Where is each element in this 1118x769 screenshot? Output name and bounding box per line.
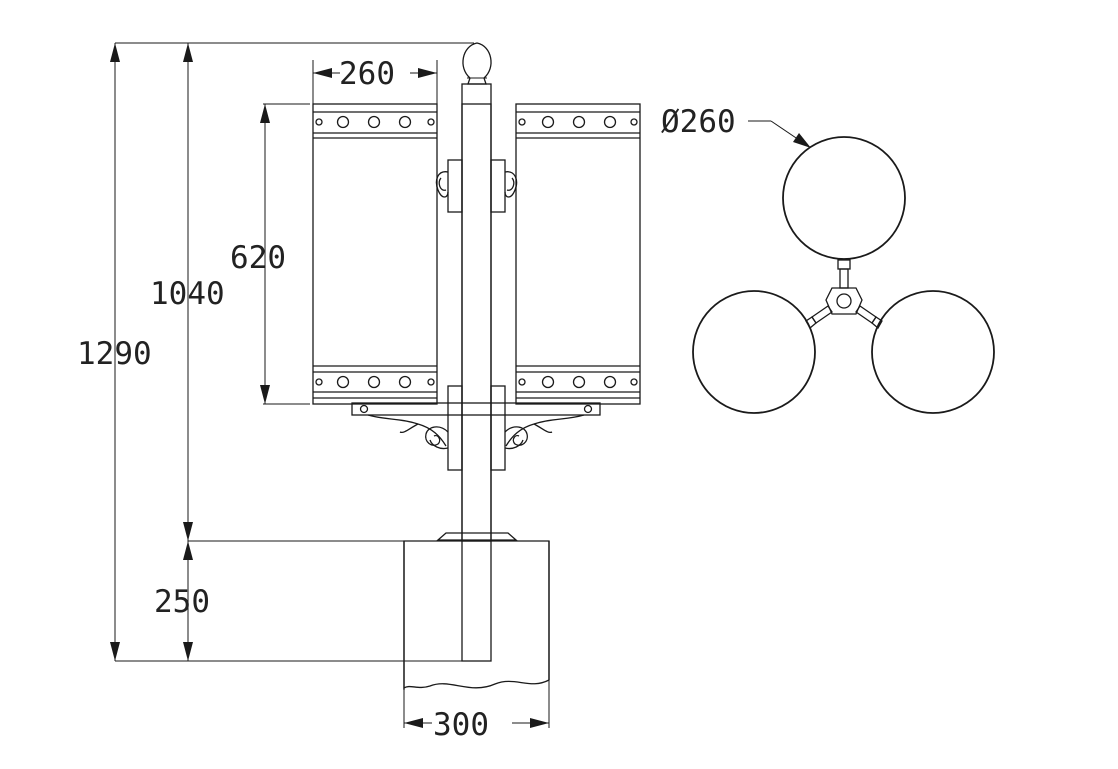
- dim-pole-height: 1040: [150, 276, 225, 312]
- left-lantern-panel: [312, 103, 438, 405]
- concrete-footing: [403, 540, 550, 690]
- lower-bracket: [351, 385, 601, 471]
- right-lantern-panel: [515, 103, 641, 405]
- upper-bracket: [435, 159, 518, 213]
- dim-globe-diameter: Ø260: [661, 104, 736, 140]
- dim-panel-height: 620: [230, 240, 286, 276]
- globe-right: [871, 290, 995, 414]
- dim-footing-width: 300: [433, 707, 489, 743]
- globe-cluster-plan-view: [692, 120, 995, 414]
- dim-total-height: 1290: [77, 336, 152, 372]
- pole-front: [461, 103, 492, 542]
- dimension-lines: [110, 42, 550, 728]
- pole: [436, 42, 518, 662]
- dim-top-width: 260: [339, 56, 395, 92]
- hub: [805, 259, 883, 329]
- dim-footing-depth: 250: [154, 584, 210, 620]
- globe-top: [782, 136, 906, 260]
- globe-left: [692, 290, 816, 414]
